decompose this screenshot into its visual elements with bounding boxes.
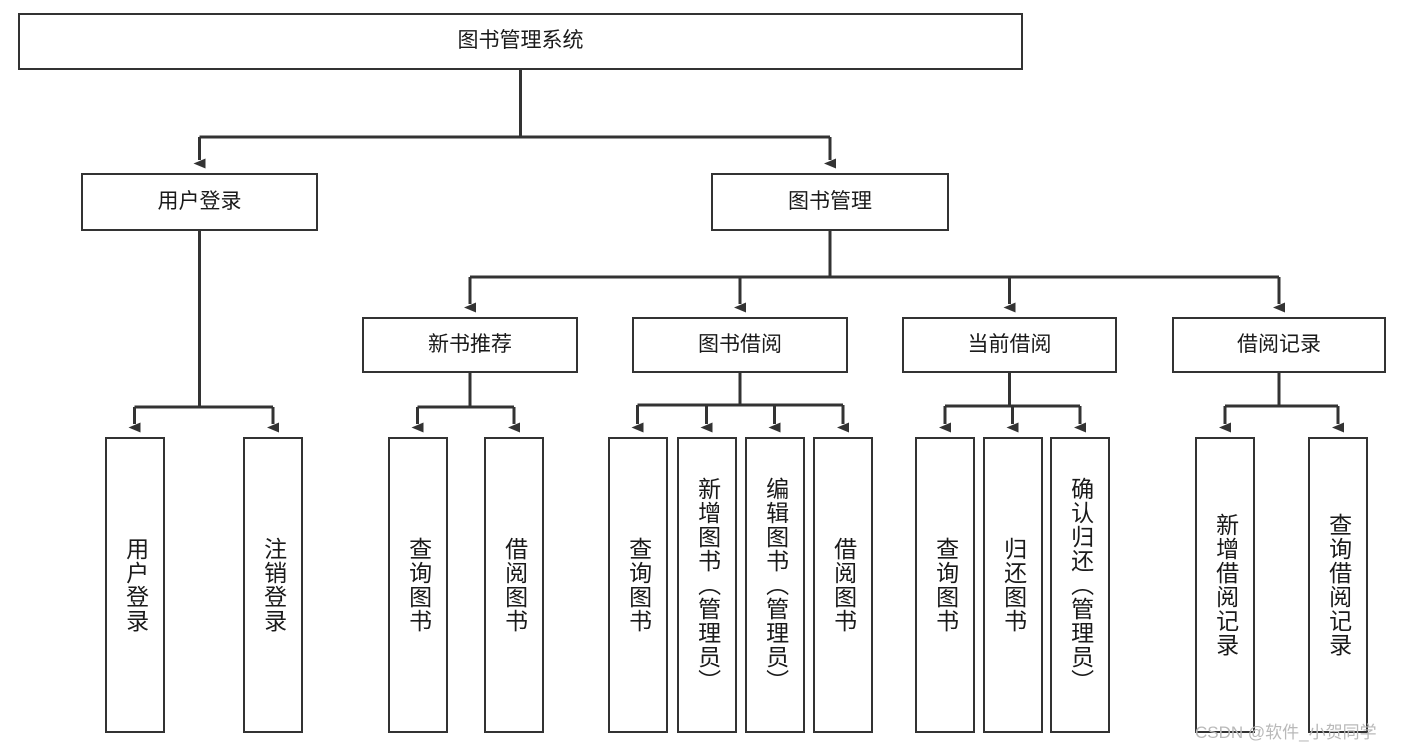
level3-box-0[interactable]: 新书推荐 <box>362 317 578 373</box>
leaves-box-8[interactable]: 查询图书 <box>915 437 975 733</box>
leaves-box-6[interactable]: 编辑图书（管理员） <box>745 437 805 733</box>
level2-box-0[interactable]: 用户登录 <box>81 173 318 231</box>
leaves-label-9: 归还图书 <box>1000 537 1027 633</box>
leaves-label-7: 借阅图书 <box>830 537 857 633</box>
leaves-label-6: 编辑图书（管理员） <box>762 477 789 693</box>
leaves-label-2: 查询图书 <box>405 537 432 633</box>
leaves-label-4: 查询图书 <box>625 537 652 633</box>
book-management-to-level3-connectors <box>464 231 1285 313</box>
leaves-label-5: 新增图书（管理员） <box>694 477 721 693</box>
user-login-to-leaves-connectors <box>128 231 279 433</box>
level3-label-2: 当前借阅 <box>967 332 1052 356</box>
new-book-recommend-to-leaves-connectors <box>411 373 520 433</box>
leaves-box-12[interactable]: 查询借阅记录 <box>1308 437 1368 733</box>
leaves-box-7[interactable]: 借阅图书 <box>813 437 873 733</box>
root-label-0: 图书管理系统 <box>457 29 584 53</box>
leaves-label-11: 新增借阅记录 <box>1212 513 1239 657</box>
leaves-label-10: 确认归还（管理员） <box>1067 477 1094 693</box>
leaves-box-9[interactable]: 归还图书 <box>983 437 1043 733</box>
leaves-label-3: 借阅图书 <box>501 537 528 633</box>
leaves-box-3[interactable]: 借阅图书 <box>484 437 544 733</box>
root-to-level2-connectors <box>193 70 836 169</box>
leaves-box-2[interactable]: 查询图书 <box>388 437 448 733</box>
leaves-label-0: 用户登录 <box>122 537 149 633</box>
level3-box-3[interactable]: 借阅记录 <box>1172 317 1386 373</box>
csdn-watermark: CSDN @软件_小贺同学 <box>1195 723 1377 742</box>
leaves-box-0[interactable]: 用户登录 <box>105 437 165 733</box>
level3-box-1[interactable]: 图书借阅 <box>632 317 848 373</box>
level2-box-1[interactable]: 图书管理 <box>711 173 949 231</box>
borrow-record-to-leaves-connectors <box>1219 373 1344 433</box>
book-borrow-to-leaves-connectors <box>631 373 849 433</box>
root-box-0[interactable]: 图书管理系统 <box>18 13 1023 70</box>
level3-label-3: 借阅记录 <box>1237 332 1321 356</box>
leaves-box-5[interactable]: 新增图书（管理员） <box>677 437 737 733</box>
leaves-box-4[interactable]: 查询图书 <box>608 437 668 733</box>
current-borrow-to-leaves-connectors <box>939 373 1086 433</box>
leaves-box-10[interactable]: 确认归还（管理员） <box>1050 437 1110 733</box>
leaves-label-12: 查询借阅记录 <box>1325 513 1352 657</box>
leaves-box-11[interactable]: 新增借阅记录 <box>1195 437 1255 733</box>
leaves-box-1[interactable]: 注销登录 <box>243 437 303 733</box>
level2-label-0: 用户登录 <box>157 189 242 213</box>
level2-label-1: 图书管理 <box>788 189 872 213</box>
leaves-label-8: 查询图书 <box>932 537 959 633</box>
leaves-label-1: 注销登录 <box>260 537 287 633</box>
level3-box-2[interactable]: 当前借阅 <box>902 317 1117 373</box>
level3-label-0: 新书推荐 <box>428 332 512 356</box>
level3-label-1: 图书借阅 <box>698 332 782 356</box>
